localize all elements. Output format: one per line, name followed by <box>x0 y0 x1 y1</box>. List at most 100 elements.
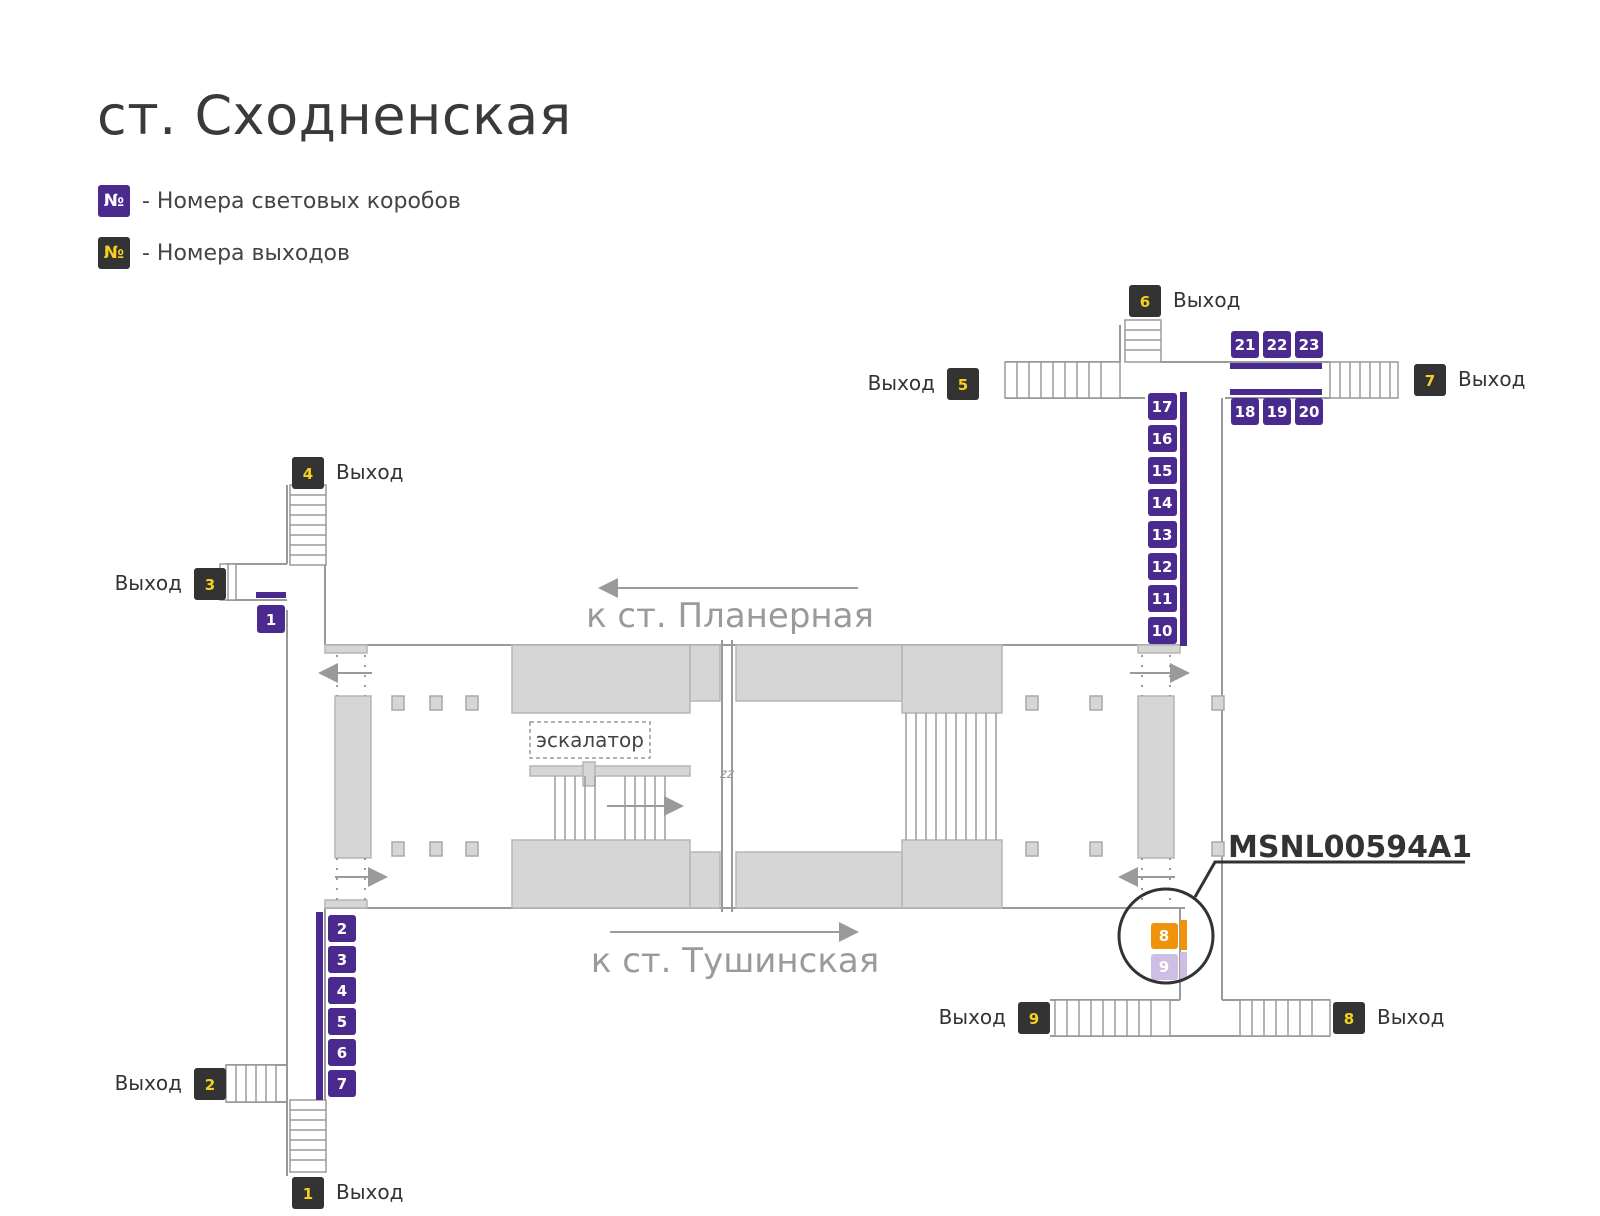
lightbox-12: 12 <box>1148 553 1177 580</box>
stairs-exit-6 <box>1124 319 1162 363</box>
lightbox-6: 6 <box>328 1039 356 1066</box>
exit-9: 9 Выход <box>939 1002 1050 1034</box>
svg-text:13: 13 <box>1152 526 1173 544</box>
columns <box>391 695 1225 857</box>
lightbox-7: 7 <box>328 1070 356 1097</box>
lightbox-8-highlighted: 8 <box>1151 923 1178 949</box>
exit-5-label: Выход <box>868 371 935 395</box>
lightbox-4: 4 <box>328 977 356 1004</box>
flow-arrows <box>318 578 1190 942</box>
exit-9-label: Выход <box>939 1005 1006 1029</box>
svg-text:2: 2 <box>337 920 347 938</box>
stairs-exit-1 <box>289 1099 327 1173</box>
stairs-exit-9 <box>1054 999 1171 1037</box>
lightbox-16: 16 <box>1148 425 1177 452</box>
lightbox-19: 19 <box>1263 398 1291 425</box>
exit-2: 2 Выход <box>115 1068 226 1100</box>
lightbox-3: 3 <box>328 946 356 973</box>
legend-lightbox-swatch: № <box>98 185 130 217</box>
station-title: ст. Сходненская <box>97 84 572 147</box>
svg-text:8: 8 <box>1159 927 1169 945</box>
svg-text:7: 7 <box>337 1075 347 1093</box>
lightbox-18: 18 <box>1231 398 1259 425</box>
exit-6: 6 Выход <box>1129 285 1240 317</box>
highlight-leader-line <box>1193 860 1465 898</box>
exit-6-label: Выход <box>1173 288 1240 312</box>
lightbox-9-wall-bar <box>1180 952 1187 980</box>
exit-7-label: Выход <box>1458 367 1525 391</box>
svg-text:4: 4 <box>337 982 347 1000</box>
legend-exits: № - Номера выходов <box>98 237 350 269</box>
exit-5: 5 Выход <box>868 368 979 400</box>
lightbox-22: 22 <box>1263 331 1291 358</box>
exit-1: 1 Выход <box>292 1177 403 1209</box>
highlight-code: MSNL00594A1 <box>1228 830 1472 865</box>
platform-structures <box>324 644 1181 909</box>
exit-1-label: Выход <box>336 1180 403 1204</box>
lightbox-15: 15 <box>1148 457 1177 484</box>
svg-text:23: 23 <box>1299 336 1320 354</box>
legend-exit-swatch: № <box>98 237 130 269</box>
platform-mark: zz <box>719 767 735 782</box>
lightbox-13: 13 <box>1148 521 1177 548</box>
stairs <box>219 319 1399 1173</box>
exit-8: 8 Выход <box>1333 1002 1444 1034</box>
svg-text:21: 21 <box>1235 336 1256 354</box>
svg-text:5: 5 <box>958 376 968 394</box>
svg-text:3: 3 <box>205 576 215 594</box>
svg-text:14: 14 <box>1152 494 1173 512</box>
legend-lightboxes: № - Номера световых коробов <box>98 185 461 217</box>
svg-text:11: 11 <box>1152 590 1173 608</box>
lightbox-9-faded: 9 <box>1151 954 1178 980</box>
stairs-exit-4 <box>289 484 327 566</box>
lightbox-8-wall-bar <box>1180 920 1187 950</box>
svg-text:5: 5 <box>337 1013 347 1031</box>
exit-8-label: Выход <box>1377 1005 1444 1029</box>
escalator-label: эскалатор <box>536 728 644 752</box>
exit-7: 7 Выход <box>1414 364 1525 396</box>
direction-tushinskaya: к ст. Тушинская <box>591 941 879 981</box>
lightbox-10: 10 <box>1148 617 1177 644</box>
highlight-circle <box>1117 887 1215 985</box>
svg-text:22: 22 <box>1267 336 1288 354</box>
svg-text:19: 19 <box>1267 403 1288 421</box>
exit-3-label: Выход <box>115 571 182 595</box>
svg-text:17: 17 <box>1152 398 1173 416</box>
legend-exit-text: - Номера выходов <box>142 240 350 266</box>
stairs-exit-8 <box>1239 999 1331 1037</box>
exit-2-label: Выход <box>115 1071 182 1095</box>
svg-text:20: 20 <box>1299 403 1320 421</box>
legend-lightbox-text: - Номера световых коробов <box>142 188 461 214</box>
lightbox-badges: 1 2 3 4 5 6 7 10 11 12 13 14 15 16 17 18… <box>257 331 1323 1097</box>
svg-text:9: 9 <box>1159 958 1169 976</box>
svg-text:4: 4 <box>303 465 313 483</box>
svg-text:2: 2 <box>205 1076 215 1094</box>
stairs-exit-2 <box>225 1064 277 1103</box>
svg-text:15: 15 <box>1152 462 1173 480</box>
stairs-exit-7 <box>1329 361 1399 399</box>
escalator-box <box>529 721 651 759</box>
svg-text:6: 6 <box>1140 293 1150 311</box>
lightbox-1: 1 <box>257 605 285 633</box>
platform-divider <box>721 640 733 912</box>
svg-text:3: 3 <box>337 951 347 969</box>
exit-4: 4 Выход <box>292 457 403 489</box>
lightbox-20: 20 <box>1295 398 1323 425</box>
svg-text:12: 12 <box>1152 558 1173 576</box>
svg-text:1: 1 <box>266 611 276 629</box>
lightbox-5: 5 <box>328 1008 356 1035</box>
svg-text:1: 1 <box>303 1185 313 1203</box>
lightbox-2: 2 <box>328 915 356 942</box>
lightbox-17: 17 <box>1148 393 1177 420</box>
svg-text:8: 8 <box>1344 1010 1354 1028</box>
exit-4-label: Выход <box>336 460 403 484</box>
lightbox-21: 21 <box>1231 331 1259 358</box>
stairs-exit-5 <box>1004 361 1121 399</box>
exit-3: 3 Выход <box>115 568 226 600</box>
lightbox-wall-bars <box>256 363 1322 1100</box>
svg-text:9: 9 <box>1029 1010 1039 1028</box>
lightbox-11: 11 <box>1148 585 1177 612</box>
svg-text:16: 16 <box>1152 430 1173 448</box>
exit-badges: 1 Выход 2 Выход 3 Выход 4 Выход 5 Выход … <box>115 285 1525 1209</box>
